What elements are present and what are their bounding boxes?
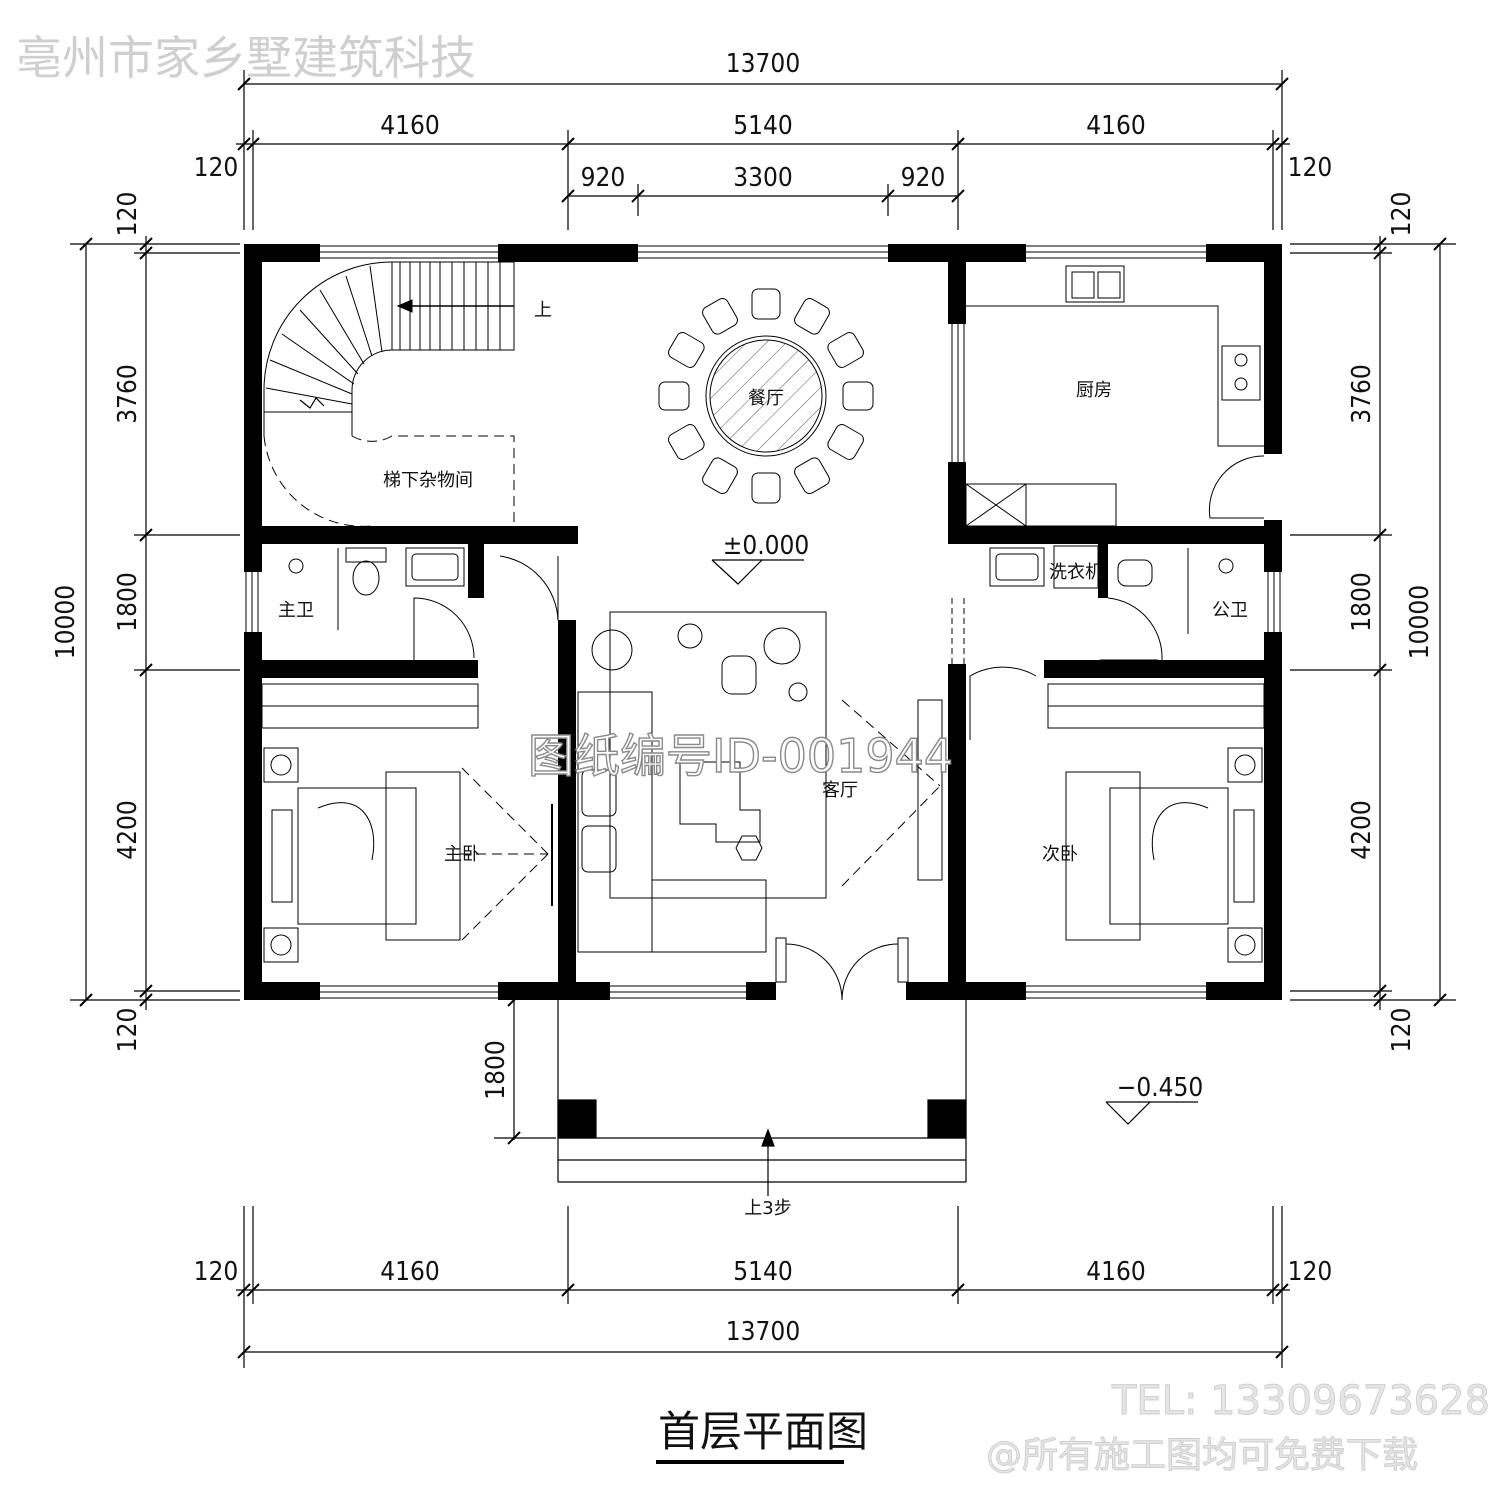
dim-bay-right-bottom: 4160 [1086,1257,1146,1287]
dining-chair [794,298,830,335]
dim-wall-offset-right-top: 120 [1387,192,1417,237]
dim-bay-right-top: 4160 [1086,111,1146,141]
dining-chairs [658,288,874,504]
dim-row-top-right: 3760 [1347,364,1377,424]
entry-steps-label: 上3步 [744,1198,791,1219]
dim-wall-offset-left-top: 120 [113,192,143,237]
room-master-bath-label: 主卫 [278,600,314,621]
dim-wall-offset-left-bottom: 120 [113,1008,143,1053]
dim-row-bottom-right: 4200 [1347,800,1377,860]
stair [263,261,515,527]
second-bedroom-furniture [1047,683,1265,963]
right-dimensions [1290,236,1456,1010]
dim-bay-middle-top: 5140 [733,111,793,141]
dining-chair [751,288,781,320]
dining-chair [827,424,864,460]
walls [244,244,1282,1000]
dining-chair [658,381,690,411]
dim-bay-left-top: 4160 [380,111,440,141]
level-interior-value: ±0.000 [723,531,810,561]
dim-row-middle-right: 1800 [1347,572,1377,632]
dim-overall-depth-left: 10000 [51,585,81,659]
watermark-drawing-id: 图纸编号ID-001944 [527,728,954,783]
master-bedroom-furniture [261,683,553,963]
public-bath-fixtures [951,545,1234,740]
room-storage-label: 梯下杂物间 [383,470,473,491]
windows [245,245,1281,999]
living-furniture [577,611,943,1001]
top-dimensions [236,70,1290,230]
dim-wall-offset-right-bottom: 120 [1387,1008,1417,1053]
dining-chair [794,457,830,494]
dim-overall-width-top: 13700 [726,49,800,79]
dim-row-top-left: 3760 [113,364,143,424]
dim-porch-depth: 1800 [481,1040,511,1100]
dining-chair [702,298,738,335]
dim-split-center: 3300 [733,163,793,193]
dining-chair [842,381,874,411]
contact-tel: TEL: 13309673628 [1111,1378,1491,1425]
dim-split-right: 920 [901,163,946,193]
dining-chair [702,457,738,494]
dining-chair [668,332,705,368]
room-second-bedroom-label: 次卧 [1042,844,1078,865]
drawing-title: 首层平面图 [658,1407,869,1456]
room-master-bedroom-label: 主卧 [444,844,480,865]
dim-wall-offset-top-right: 120 [1288,153,1333,183]
dim-bay-left-bottom: 4160 [380,1257,440,1287]
dim-wall-offset-bottom-left: 120 [194,1257,239,1287]
master-bath-fixtures [288,547,559,660]
stair-up-label: 上 [534,300,552,321]
room-kitchen-label: 厨房 [1076,380,1112,401]
kitchen-fixtures [965,265,1265,527]
watermark-company: 亳州市家乡墅建筑科技 [16,31,476,85]
bottom-dimensions [236,1206,1290,1368]
left-dimensions [70,236,240,1010]
porch [557,1000,1198,1196]
room-living-label: 客厅 [822,780,858,801]
level-marker-interior [711,559,804,585]
dim-row-middle-left: 1800 [113,572,143,632]
laundry-label: 洗衣机 [1049,562,1103,583]
dim-split-left: 920 [581,163,626,193]
dining-chair [827,332,864,368]
dining-chair [751,472,781,504]
dim-overall-depth-right: 10000 [1405,585,1435,659]
dim-row-bottom-left: 4200 [113,800,143,860]
level-exterior-value: −0.450 [1117,1073,1204,1103]
contact-note: @所有施工图均可免费下载 [985,1435,1419,1477]
dining-table [705,335,827,457]
dim-wall-offset-bottom-right: 120 [1288,1257,1333,1287]
room-public-bath-label: 公卫 [1212,600,1248,621]
dining-chair [668,424,705,460]
room-dining-label: 餐厅 [748,388,784,409]
dim-overall-width-bottom: 13700 [726,1317,800,1347]
title-underline [656,1460,844,1464]
dim-wall-offset-top-left: 120 [194,153,239,183]
dim-bay-middle-bottom: 5140 [733,1257,793,1287]
